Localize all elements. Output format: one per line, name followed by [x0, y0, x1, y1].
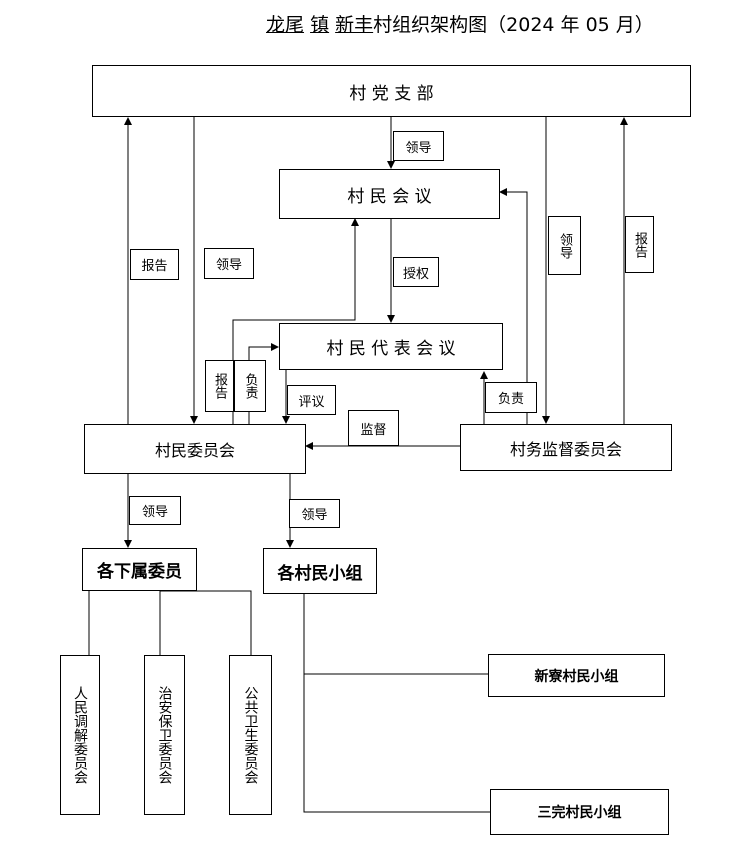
subordinate-committees-box: 各下属委员	[82, 548, 197, 591]
label-lead-right-text: 领导	[557, 232, 572, 259]
party-branch-box: 村 党 支 部	[92, 65, 691, 117]
label-evaluate-text: 评议	[298, 394, 325, 410]
security-committee-box: 治安保卫委员会	[144, 655, 185, 815]
security-committee-label: 治安保卫委员会	[156, 686, 173, 784]
label-responsible-right-text: 负责	[497, 392, 524, 407]
label-supervise-text: 监督	[360, 422, 387, 438]
party-branch-label: 村 党 支 部	[349, 83, 434, 104]
villager-committee-box: 村民委员会	[84, 424, 306, 474]
label-report-right-text: 报告	[632, 231, 647, 258]
chart-title: 龙尾 镇 新丰村组织架构图（2024 年 05 月）	[266, 10, 654, 40]
group-xinliao-box: 新寮村民小组	[488, 654, 665, 697]
label-evaluate: 评议	[287, 385, 336, 415]
rep-meeting-box: 村 民 代 表 会 议	[279, 323, 503, 370]
supervision-committee-label: 村务监督委员会	[509, 439, 622, 459]
label-lead-right: 领导	[548, 216, 581, 275]
label-authorize: 授权	[393, 257, 439, 287]
label-authorize-text: 授权	[402, 266, 429, 282]
label-responsible-right: 负责	[485, 382, 537, 413]
rep-meeting-label: 村 民 代 表 会 议	[326, 339, 456, 359]
label-lead-left: 领导	[204, 248, 254, 279]
label-lead-top: 领导	[393, 131, 444, 161]
label-responsible-mid-text: 负责	[242, 373, 258, 399]
villager-groups-label: 各村民小组	[277, 563, 363, 584]
title-rest: 村组织架构图（2024 年 05 月）	[373, 14, 654, 36]
mediation-committee-box: 人民调解委员会	[60, 655, 100, 815]
title-village: 新丰	[335, 14, 374, 36]
health-committee-box: 公共卫生委员会	[229, 655, 272, 815]
label-report-mid-text: 报告	[212, 373, 227, 399]
label-report-mid: 报告	[205, 360, 234, 412]
health-committee-label: 公共卫生委员会	[242, 686, 259, 784]
label-lead-sub-text: 领导	[141, 505, 168, 520]
label-report-left: 报告	[130, 249, 179, 280]
group-sanwan-label: 三完村民小组	[537, 805, 622, 821]
label-lead-sub: 领导	[129, 496, 181, 525]
label-lead-groups: 领导	[289, 499, 340, 528]
subordinate-committees-label: 各下属委员	[97, 562, 182, 582]
label-report-right: 报告	[625, 216, 654, 273]
label-lead-top-text: 领导	[405, 140, 432, 156]
label-report-left-text: 报告	[141, 259, 168, 274]
villager-committee-label: 村民委员会	[154, 441, 235, 460]
supervision-committee-box: 村务监督委员会	[460, 424, 672, 471]
title-town: 龙尾	[266, 14, 305, 36]
label-responsible-mid: 负责	[234, 360, 266, 412]
group-sanwan-box: 三完村民小组	[490, 789, 669, 835]
villager-meeting-label: 村 民 会 议	[347, 186, 432, 207]
group-xinliao-label: 新寮村民小组	[534, 668, 619, 685]
mediation-committee-label: 人民调解委员会	[72, 686, 88, 784]
villager-groups-box: 各村民小组	[263, 548, 377, 594]
label-supervise: 监督	[348, 410, 399, 446]
title-town-suffix: 镇	[310, 14, 330, 36]
label-lead-left-text: 领导	[215, 258, 242, 273]
villager-meeting-box: 村 民 会 议	[279, 169, 500, 219]
label-lead-groups-text: 领导	[301, 508, 328, 523]
